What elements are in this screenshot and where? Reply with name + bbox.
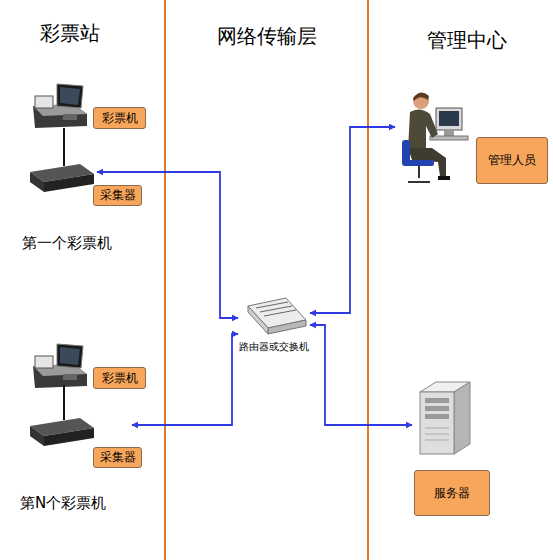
station-caption: 第一个彩票机 bbox=[22, 234, 112, 253]
router-icon bbox=[248, 298, 306, 334]
device-label: 采集器 bbox=[93, 447, 142, 468]
device-node: 服务器 bbox=[412, 378, 492, 518]
device-label: 服务器 bbox=[414, 470, 490, 516]
person-at-desk-icon bbox=[402, 92, 468, 182]
device-node: 彩票机 bbox=[93, 367, 146, 389]
device-node: 彩票机 bbox=[93, 107, 146, 129]
collector-icon bbox=[30, 418, 94, 446]
network-link bbox=[310, 325, 412, 425]
antenna bbox=[63, 385, 65, 420]
network-link bbox=[310, 127, 395, 313]
lottery-terminal-icon bbox=[33, 84, 87, 128]
collector-icon bbox=[30, 164, 94, 192]
device-node: 采集器 bbox=[30, 410, 132, 468]
station-caption: 第N个彩票机 bbox=[20, 494, 106, 513]
device-label: 彩票机 bbox=[93, 107, 146, 129]
column-divider bbox=[367, 0, 369, 560]
network-link bbox=[97, 172, 238, 318]
device-label: 彩票机 bbox=[93, 367, 146, 389]
device-label: 采集器 bbox=[93, 185, 142, 206]
device-node: 采集器 bbox=[30, 150, 97, 207]
column-heading: 彩票站 bbox=[40, 20, 100, 47]
server-icon bbox=[420, 382, 470, 454]
antenna bbox=[63, 128, 65, 166]
column-divider bbox=[164, 0, 166, 560]
lottery-terminal-icon bbox=[33, 344, 87, 388]
column-heading: 管理中心 bbox=[427, 27, 507, 54]
device-label: 管理人员 bbox=[476, 137, 548, 184]
router-node: 路由器或交换机 bbox=[238, 296, 310, 358]
device-caption: 路由器或交换机 bbox=[238, 340, 310, 354]
column-heading: 网络传输层 bbox=[217, 23, 317, 50]
device-node: 管理人员 bbox=[395, 92, 550, 186]
network-link bbox=[132, 334, 238, 425]
